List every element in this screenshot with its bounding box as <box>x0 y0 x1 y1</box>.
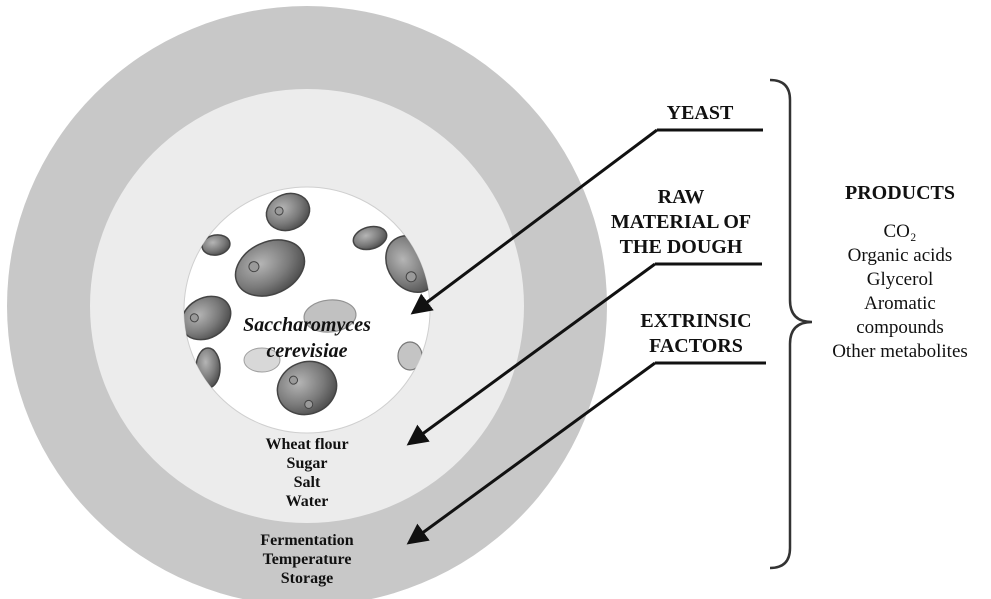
extrinsic-factor-list: Fermentation Temperature Storage <box>227 531 387 588</box>
extrinsic-factor-item: Fermentation <box>227 531 387 550</box>
species-label: Saccharomyces cerevisiae <box>217 312 397 364</box>
raw-material-item: Wheat flour <box>227 435 387 454</box>
raw-material-label: RAW MATERIAL OF THE DOUGH <box>596 185 766 260</box>
product-item: Aromatic <box>810 292 990 316</box>
raw-material-item: Water <box>227 492 387 511</box>
extrinsic-label-line: FACTORS <box>616 334 776 359</box>
product-item: Organic acids <box>810 244 990 268</box>
raw-material-item: Sugar <box>227 454 387 473</box>
products-block: PRODUCTS CO₂ Organic acids Glycerol Arom… <box>810 181 990 364</box>
species-line: cerevisiae <box>217 338 397 364</box>
extrinsic-factor-item: Temperature <box>227 550 387 569</box>
products-brace <box>770 80 812 568</box>
raw-material-label-line: RAW <box>596 185 766 210</box>
product-item: Other metabolites <box>810 340 990 364</box>
raw-material-label-line: THE DOUGH <box>596 235 766 260</box>
product-item: CO₂ <box>810 220 990 244</box>
product-item: compounds <box>810 316 990 340</box>
extrinsic-label: EXTRINSIC FACTORS <box>616 309 776 359</box>
raw-material-item: Salt <box>227 473 387 492</box>
species-line: Saccharomyces <box>217 312 397 338</box>
raw-material-label-line: MATERIAL OF <box>596 210 766 235</box>
extrinsic-factor-item: Storage <box>227 569 387 588</box>
raw-material-list: Wheat flour Sugar Salt Water <box>227 435 387 511</box>
products-title: PRODUCTS <box>810 181 990 206</box>
extrinsic-label-line: EXTRINSIC <box>616 309 776 334</box>
yeast-label: YEAST <box>640 101 760 126</box>
products-list: CO₂ Organic acids Glycerol Aromatic comp… <box>810 220 990 364</box>
product-item: Glycerol <box>810 268 990 292</box>
